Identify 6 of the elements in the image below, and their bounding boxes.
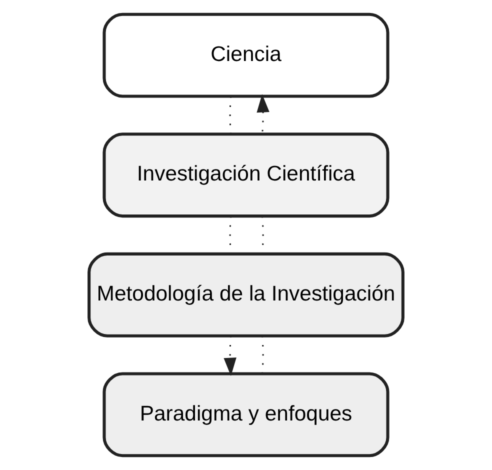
node-box: Metodología de la Investigación: [88, 252, 404, 338]
arrow: [256, 94, 270, 134]
node-box: Ciencia: [102, 12, 390, 98]
node-box: Investigación Científica: [102, 132, 390, 218]
node-box: Paradigma y enfoques: [102, 372, 390, 458]
arrow: [224, 336, 236, 376]
